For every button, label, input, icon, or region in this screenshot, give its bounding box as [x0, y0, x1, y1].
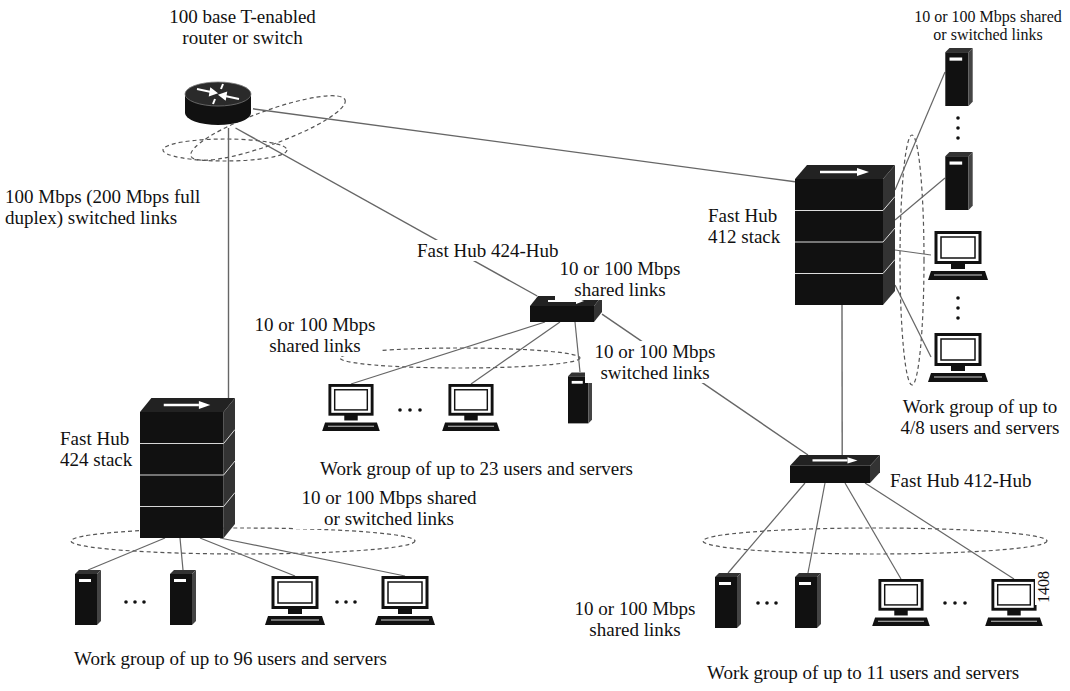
device-label: Fast Hub 412-Hub	[888, 470, 1033, 491]
link-type-label: 10 or 100 Mbps shared links	[570, 598, 700, 640]
network-link	[228, 128, 229, 398]
link-type-label: 10 or 100 Mbps shared or switched links	[295, 487, 483, 529]
device-label: 100 base T-enabled router or switch	[155, 6, 330, 48]
ellipsis-dots	[124, 116, 967, 605]
figure-number: 1408	[1035, 569, 1053, 605]
dashed-link-groups	[71, 84, 1047, 554]
hub-stack-node: Fast Hub 424 stack	[140, 398, 235, 538]
device-label: Fast Hub 412 stack	[706, 205, 788, 247]
hub-stack-icon	[795, 165, 895, 305]
link-label: 10 or 100 Mbps switched links	[585, 341, 725, 383]
link-type-label: 10 or 100 Mbps shared links	[555, 258, 685, 300]
fast-hub-node: Fast Hub 412-Hub	[790, 455, 880, 483]
router-icon	[183, 80, 253, 128]
workgroup-caption: Work group of up to 11 users and servers	[705, 662, 1021, 683]
network-link	[841, 305, 843, 455]
workgroup-caption: Work group of up to 23 users and servers	[318, 458, 635, 479]
link-type-label: 100 Mbps (200 Mbps full duplex) switched…	[3, 186, 221, 228]
hub-stack-node: Fast Hub 412 stack	[795, 165, 895, 305]
workgroup-caption: Work group of up to 4/8 users and server…	[896, 396, 1064, 438]
network-link	[253, 109, 795, 182]
fast-hub-icon	[790, 455, 880, 483]
link-type-label: 10 or 100 Mbps shared or switched links	[912, 8, 1064, 44]
router-node: 100 base T-enabled router or switch	[183, 80, 253, 128]
network-link	[236, 128, 538, 296]
device-label: Fast Hub 424 stack	[58, 428, 136, 470]
servers	[75, 48, 973, 628]
device-label: Fast Hub 424-Hub	[415, 240, 560, 261]
workgroup-wires	[88, 72, 1014, 579]
link-type-label: 10 or 100 Mbps shared links	[250, 314, 380, 356]
hub-stack-icon	[140, 398, 235, 538]
workgroup-caption: Work group of up to 96 users and servers	[72, 648, 389, 669]
network-link	[602, 314, 808, 455]
